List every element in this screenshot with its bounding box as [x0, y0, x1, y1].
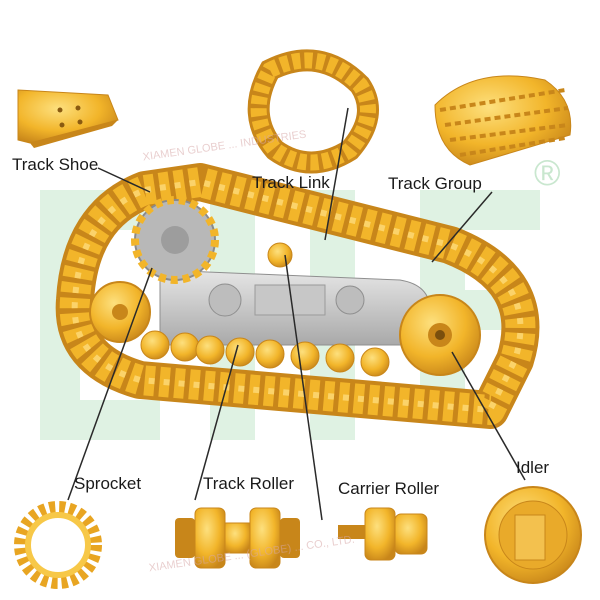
- label-track-roller: Track Roller: [203, 474, 294, 493]
- machine-carrier-roller: [267, 242, 293, 268]
- label-carrier-roller: Carrier Roller: [338, 479, 440, 498]
- label-track-shoe: Track Shoe: [12, 155, 99, 174]
- leader-track-shoe: [97, 167, 151, 193]
- machine-front-wheel: [89, 281, 151, 343]
- leader-idler: [451, 351, 526, 481]
- track-group-inset: [434, 75, 572, 166]
- label-idler: Idler: [516, 458, 550, 477]
- leader-lines: [67, 107, 526, 521]
- leader-track-roller: [194, 344, 239, 501]
- track-shoe-inset: [17, 89, 119, 148]
- leader-sprocket: [67, 267, 153, 501]
- machine-track-rollers: [140, 330, 390, 377]
- leader-track-group: [431, 191, 493, 263]
- leader-carrier-roller: [284, 254, 323, 521]
- label-sprocket: Sprocket: [74, 474, 142, 493]
- machine-idler: [399, 294, 481, 376]
- registered-mark: ®: [534, 152, 561, 193]
- track-chain: [55, 163, 540, 429]
- track-roller-inset: [175, 507, 300, 569]
- track-frame: [159, 269, 431, 346]
- sprocket-inset: [14, 501, 102, 589]
- label-track-group: Track Group: [388, 174, 482, 193]
- track-link-inset: [247, 49, 379, 174]
- leader-track-link: [324, 107, 349, 241]
- carrier-roller-inset: [338, 507, 428, 561]
- machine-sprocket: [131, 196, 219, 284]
- label-track-link: Track Link: [252, 173, 330, 192]
- idler-inset: [484, 486, 582, 584]
